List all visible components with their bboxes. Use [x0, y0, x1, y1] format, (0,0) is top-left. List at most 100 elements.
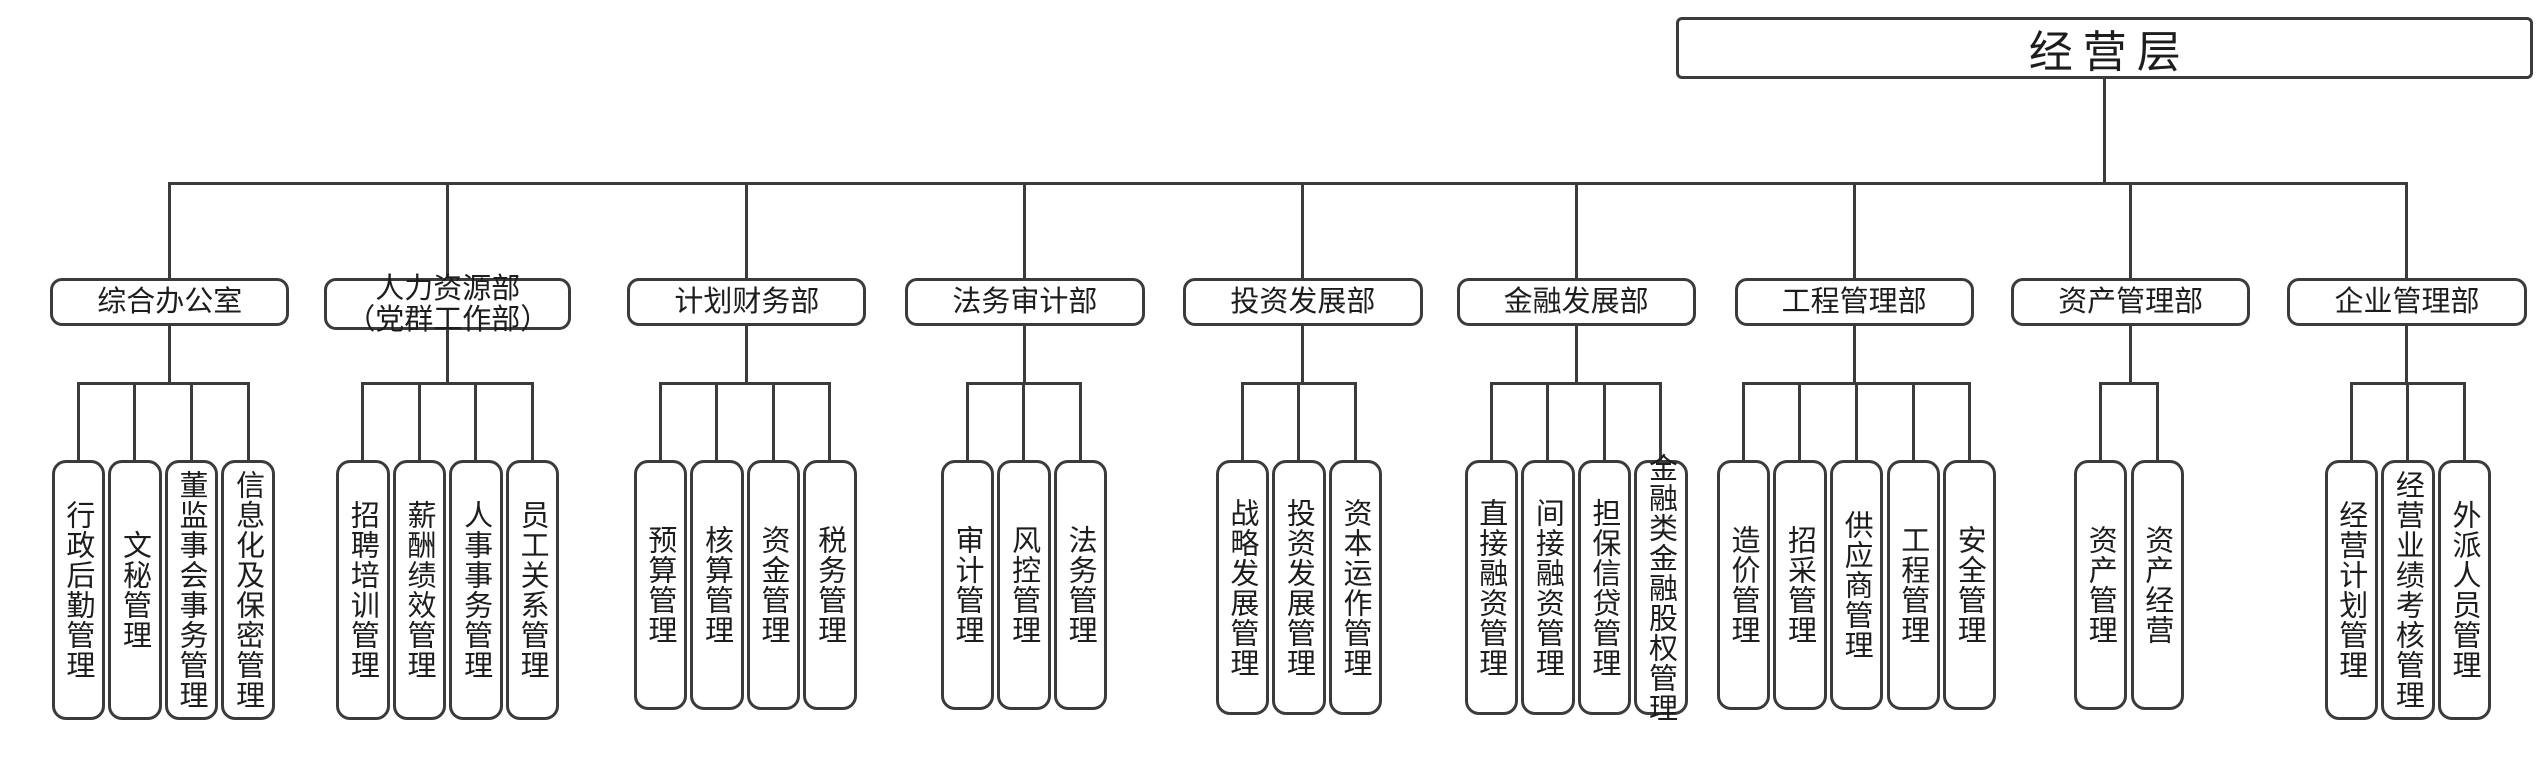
leaf-stem-investment-development-1 — [1297, 382, 1301, 460]
leaf-human-resources-1[interactable]: 薪酬绩效管理 — [392, 460, 447, 720]
leaf-general-office-0[interactable]: 行政后勤管理 — [51, 460, 106, 720]
leaf-stem-legal-audit-2 — [1079, 382, 1083, 460]
leaf-investment-development-1[interactable]: 投资发展管理 — [1272, 460, 1326, 715]
leaf-general-office-2[interactable]: 董监事会事务管理 — [164, 460, 219, 720]
dept-label-human-resources-line1: 人力资源部 — [375, 270, 521, 305]
dept-drop-planning-finance — [745, 326, 749, 382]
leaf-stem-legal-audit-1 — [1022, 382, 1026, 460]
dept-stem-asset-management — [2129, 182, 2132, 278]
dept-drop-asset-management — [2129, 326, 2132, 382]
leaf-planning-finance-0[interactable]: 预算管理 — [633, 460, 688, 710]
dept-enterprise-management[interactable]: 企业管理部 — [2287, 278, 2527, 326]
leaf-stem-general-office-3 — [246, 382, 250, 460]
leaf-human-resources-3[interactable]: 员工关系管理 — [505, 460, 560, 720]
leaf-stem-planning-finance-1 — [715, 382, 719, 460]
leaf-stem-asset-management-1 — [2155, 382, 2159, 460]
leaf-stem-enterprise-management-1 — [2406, 382, 2410, 460]
leaf-stem-planning-finance-0 — [658, 382, 662, 460]
leaf-stem-planning-finance-2 — [771, 382, 775, 460]
leaf-asset-management-1[interactable]: 资产经营 — [2130, 460, 2184, 710]
leaf-bus-asset-management — [2100, 382, 2158, 385]
dept-drop-legal-audit — [1023, 326, 1027, 382]
leaf-stem-enterprise-management-0 — [2349, 382, 2353, 460]
leaf-legal-audit-0[interactable]: 审计管理 — [940, 460, 995, 710]
leaf-legal-audit-2[interactable]: 法务管理 — [1053, 460, 1108, 710]
leaf-financial-development-2[interactable]: 担保信贷管理 — [1577, 460, 1632, 715]
leaf-stem-financial-development-1 — [1546, 382, 1550, 460]
dept-stem-planning-finance — [745, 182, 749, 278]
leaf-investment-development-2[interactable]: 资本运作管理 — [1328, 460, 1383, 715]
dept-asset-management[interactable]: 资产管理部 — [2011, 278, 2251, 326]
dept-general-office[interactable]: 综合办公室 — [50, 278, 290, 326]
leaf-stem-financial-development-3 — [1659, 382, 1663, 460]
leaf-stem-legal-audit-0 — [965, 382, 969, 460]
leaf-bus-general-office — [78, 382, 249, 385]
leaf-engineering-management-1[interactable]: 招采管理 — [1773, 460, 1827, 710]
leaf-engineering-management-0[interactable]: 造价管理 — [1716, 460, 1771, 710]
dept-drop-enterprise-management — [2405, 326, 2409, 382]
leaf-stem-planning-finance-3 — [828, 382, 832, 460]
leaf-bus-financial-development — [1491, 382, 1661, 385]
dept-stem-enterprise-management — [2405, 182, 2409, 278]
dept-label-enterprise-management: 企业管理部 — [2334, 284, 2480, 319]
leaf-bus-planning-finance — [660, 382, 831, 385]
leaf-stem-financial-development-0 — [1489, 382, 1493, 460]
leaf-financial-development-1[interactable]: 间接融资管理 — [1521, 460, 1575, 715]
dept-stem-investment-development — [1301, 182, 1305, 278]
dept-investment-development[interactable]: 投资发展部 — [1183, 278, 1423, 326]
dept-label-legal-audit: 法务审计部 — [952, 284, 1098, 319]
dept-stem-general-office — [168, 182, 172, 278]
leaf-financial-development-3[interactable]: 金融类金融股权管理 — [1634, 453, 1688, 723]
leaf-engineering-management-3[interactable]: 工程管理 — [1886, 460, 1940, 710]
leaf-human-resources-0[interactable]: 招聘培训管理 — [336, 460, 390, 720]
dept-label-asset-management: 资产管理部 — [2058, 284, 2204, 319]
dept-label-planning-finance: 计划财务部 — [674, 284, 820, 319]
leaf-engineering-management-2[interactable]: 供应商管理 — [1829, 460, 1884, 710]
leaf-asset-management-0[interactable]: 资产管理 — [2074, 460, 2128, 710]
leaf-enterprise-management-0[interactable]: 经营计划管理 — [2324, 460, 2378, 720]
leaf-financial-development-0[interactable]: 直接融资管理 — [1464, 460, 1518, 715]
leaf-legal-audit-1[interactable]: 风控管理 — [997, 460, 1051, 710]
leaf-stem-asset-management-0 — [2099, 382, 2103, 460]
leaf-stem-engineering-management-3 — [1911, 382, 1915, 460]
leaf-stem-human-resources-1 — [417, 382, 421, 460]
leaf-stem-financial-development-2 — [1602, 382, 1606, 460]
root-stem — [2103, 79, 2107, 182]
dept-drop-financial-development — [1574, 326, 1578, 382]
leaf-general-office-3[interactable]: 信息化及保密管理 — [221, 460, 275, 720]
dept-label-investment-development: 投资发展部 — [1230, 284, 1376, 319]
dept-drop-engineering-management — [1852, 326, 1856, 382]
leaf-enterprise-management-2[interactable]: 外派人员管理 — [2437, 460, 2492, 720]
dept-label-financial-development: 金融发展部 — [1503, 284, 1649, 319]
dept-drop-investment-development — [1301, 326, 1305, 382]
dept-stem-legal-audit — [1023, 182, 1027, 278]
leaf-planning-finance-3[interactable]: 税务管理 — [803, 460, 857, 710]
dept-stem-engineering-management — [1852, 182, 1856, 278]
dept-planning-finance[interactable]: 计划财务部 — [627, 278, 867, 326]
leaf-stem-investment-development-0 — [1240, 382, 1244, 460]
dept-stem-financial-development — [1574, 182, 1578, 278]
dept-label-engineering-management: 工程管理部 — [1781, 284, 1927, 319]
leaf-enterprise-management-1[interactable]: 经营业绩考核管理 — [2381, 460, 2435, 720]
leaf-planning-finance-1[interactable]: 核算管理 — [690, 460, 744, 710]
leaf-general-office-1[interactable]: 文秘管理 — [108, 460, 162, 720]
dept-drop-human-resources — [446, 330, 450, 382]
leaf-investment-development-0[interactable]: 战略发展管理 — [1215, 460, 1269, 715]
leaf-stem-human-resources-2 — [474, 382, 478, 460]
leaf-human-resources-2[interactable]: 人事事务管理 — [449, 460, 503, 720]
leaf-stem-engineering-management-0 — [1741, 382, 1745, 460]
dept-financial-development[interactable]: 金融发展部 — [1456, 278, 1696, 326]
main-bus — [169, 182, 2408, 185]
dept-stem-human-resources — [446, 182, 450, 278]
leaf-engineering-management-4[interactable]: 安全管理 — [1943, 460, 1997, 710]
root-node[interactable]: 经营层 — [1676, 17, 2534, 79]
dept-drop-general-office — [168, 326, 172, 382]
leaf-planning-finance-2[interactable]: 资金管理 — [746, 460, 801, 710]
dept-label-human-resources-line2: （党群工作部） — [346, 302, 550, 336]
dept-human-resources[interactable]: 人力资源部（党群工作部） — [324, 272, 572, 335]
dept-engineering-management[interactable]: 工程管理部 — [1734, 278, 1974, 326]
dept-legal-audit[interactable]: 法务审计部 — [905, 278, 1145, 326]
leaf-stem-human-resources-3 — [531, 382, 535, 460]
leaf-stem-general-office-0 — [76, 382, 80, 460]
